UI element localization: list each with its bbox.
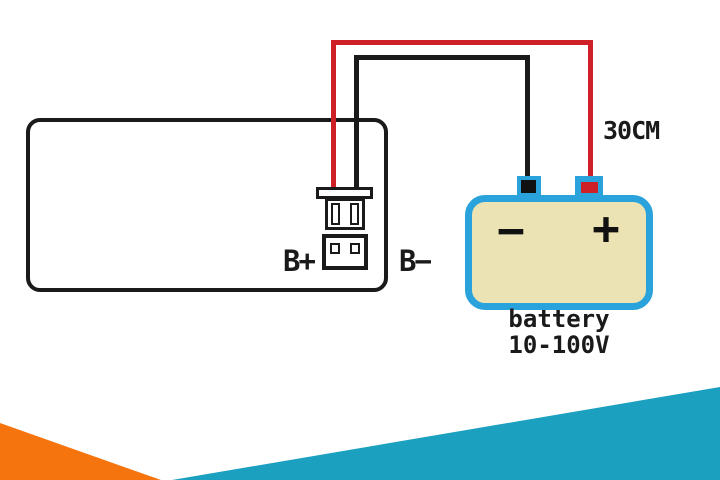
battery-caption: battery 10-100V: [459, 306, 659, 358]
connector-slot-right: [350, 203, 359, 225]
label-b-plus: B+: [283, 244, 316, 278]
black-wire-vertical-to-connector: [354, 55, 359, 188]
connector-slot-left: [331, 203, 340, 225]
connector-top-plate: [316, 187, 373, 199]
battery-name-label: battery: [508, 305, 610, 333]
battery-terminal-plus-contact: [581, 182, 598, 193]
battery-voltage-label: 10-100V: [508, 331, 610, 359]
connector-pin-right: [350, 243, 360, 254]
black-wire-horizontal: [354, 55, 530, 60]
red-wire-vertical-to-connector: [331, 40, 336, 188]
battery-plus-symbol: +: [592, 201, 620, 255]
label-b-minus: B−: [399, 244, 432, 278]
red-wire-horizontal: [331, 40, 593, 45]
red-wire-vertical-to-battery: [588, 40, 593, 177]
accent-wedge-bottom-left: [0, 423, 161, 480]
accent-wedge-bottom-right: [172, 387, 720, 480]
black-wire-vertical-to-battery: [525, 55, 530, 177]
label-wire-length: 30CM: [603, 116, 660, 145]
battery-minus-symbol: −: [497, 203, 525, 257]
battery-body: [465, 195, 653, 310]
connector-pin-left: [330, 243, 340, 254]
battery-terminal-minus-contact: [521, 180, 536, 193]
connector-socket: [322, 234, 368, 270]
